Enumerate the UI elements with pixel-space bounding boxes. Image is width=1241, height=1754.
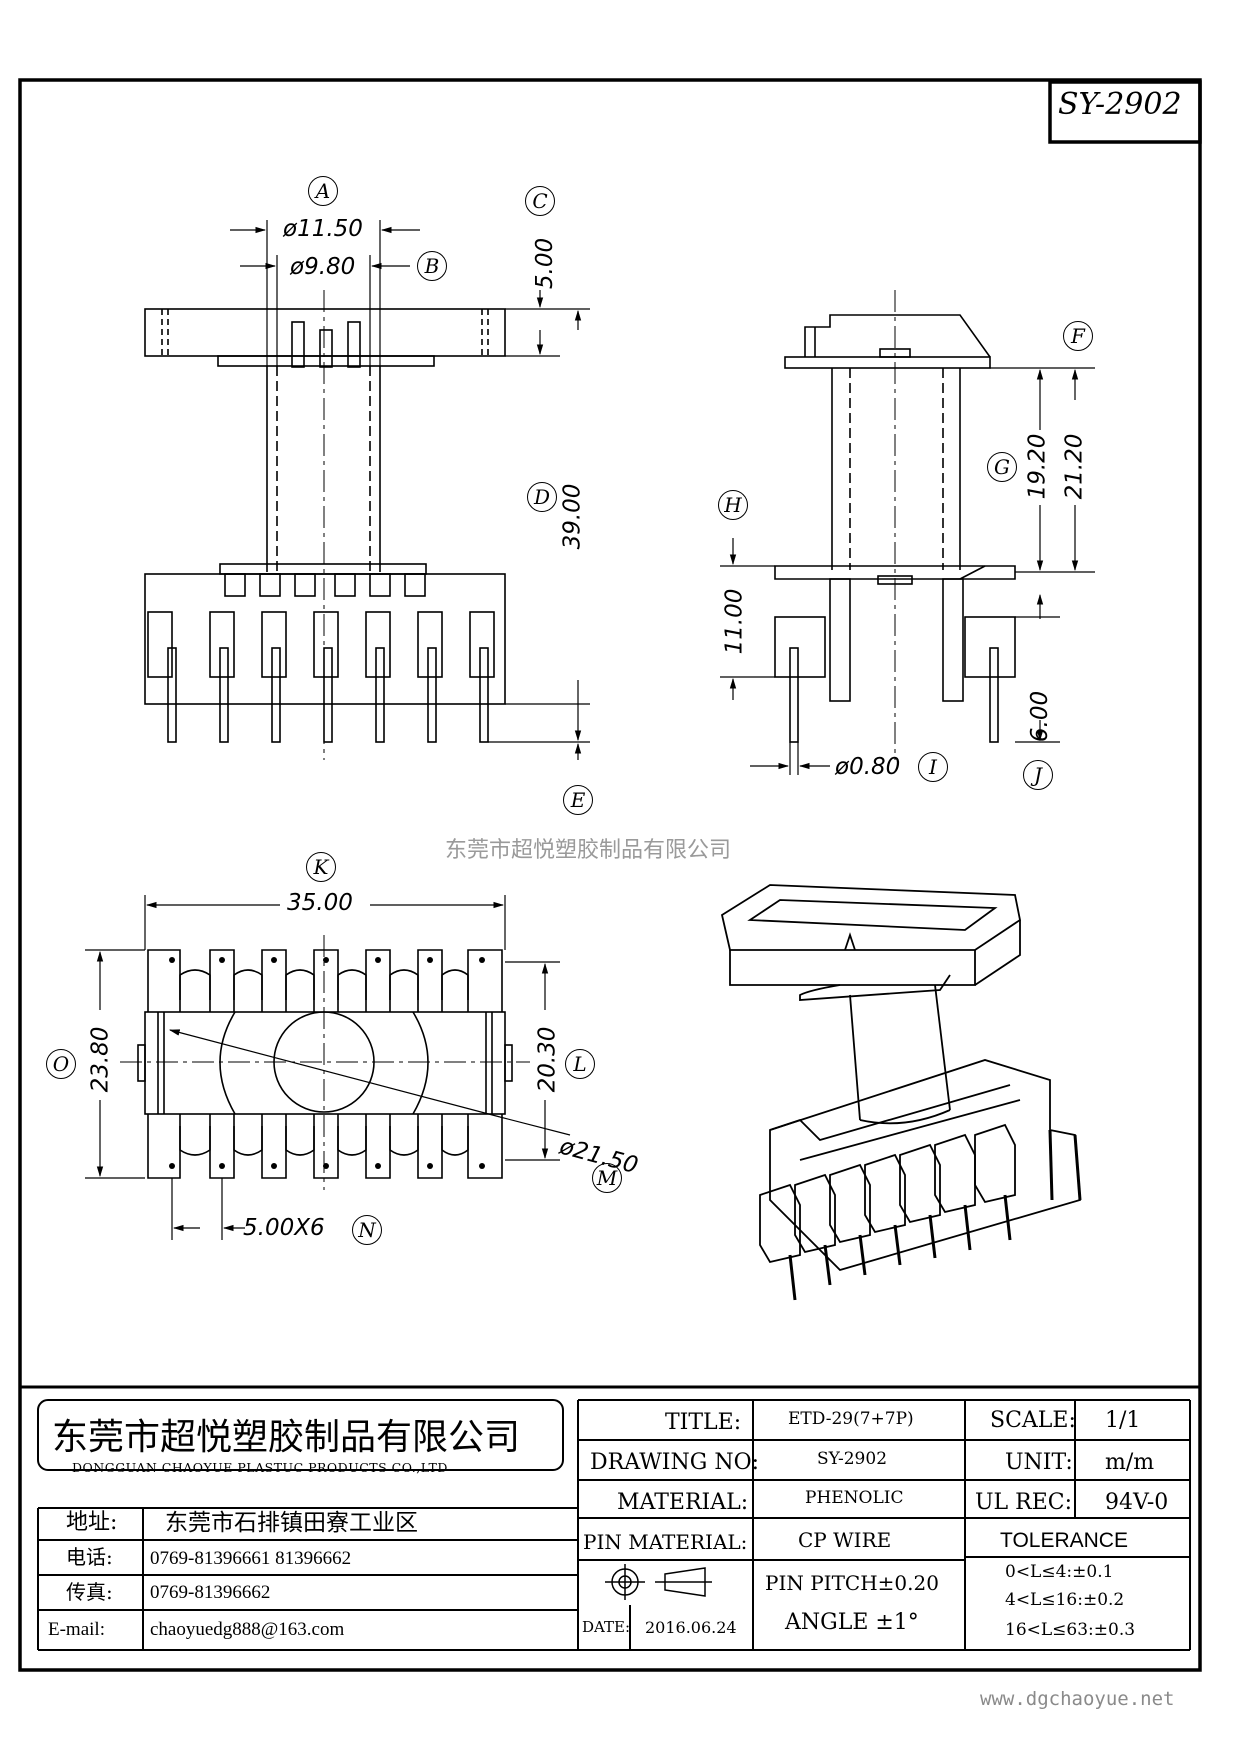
label-m: M xyxy=(592,1163,622,1193)
front-pin-slots xyxy=(147,573,495,678)
contact-fax-label: 传真: xyxy=(66,1580,113,1604)
pin-material-label: PIN MATERIAL: xyxy=(583,1530,748,1554)
pin-material-value: CP WIRE xyxy=(798,1528,892,1552)
scale-label: SCALE: xyxy=(990,1408,1076,1433)
website[interactable]: www.dgchaoyue.net xyxy=(980,1688,1175,1710)
label-f: F xyxy=(1063,321,1093,351)
iso-pin-blocks xyxy=(759,1123,1016,1264)
drawing-no-value: SY-2902 xyxy=(817,1449,888,1469)
projection-symbol xyxy=(605,1564,712,1600)
tolerance-label: TOLERANCE xyxy=(1000,1529,1128,1552)
dim-a: ø11.50 xyxy=(283,216,363,242)
label-h: H xyxy=(718,490,748,520)
title-block-grid xyxy=(20,1385,1200,1651)
id-box xyxy=(1048,80,1202,144)
outer-frame xyxy=(18,78,1202,1672)
dim-h: 11.00 xyxy=(721,588,748,655)
unit-label: UNIT: xyxy=(1005,1450,1073,1475)
title-label: TITLE: xyxy=(665,1410,742,1435)
bottom-dims xyxy=(85,895,571,1240)
title-value: ETD-29(7+7P) xyxy=(788,1409,914,1429)
tolerance-1: 0<L≤4:±0.1 xyxy=(1005,1562,1114,1582)
front-view xyxy=(144,290,506,760)
side-dims xyxy=(720,367,1095,775)
drawing-no-label: DRAWING NO: xyxy=(590,1450,760,1475)
contact-address-label: 地址: xyxy=(66,1510,118,1535)
label-c: C xyxy=(525,186,555,216)
label-n: N xyxy=(352,1215,382,1245)
dim-d: 39.00 xyxy=(559,483,586,550)
label-j: J xyxy=(1023,760,1053,790)
angle: ANGLE ±1° xyxy=(785,1610,919,1635)
company-name-cn: 东莞市超悦塑胶制品有限公司 xyxy=(52,1417,521,1458)
label-e: E xyxy=(563,785,593,815)
front-dims xyxy=(230,220,590,760)
watermark: 东莞市超悦塑胶制品有限公司 xyxy=(445,838,732,863)
label-l: L xyxy=(565,1049,595,1079)
drawing-id: SY-2902 xyxy=(1058,87,1182,122)
label-a: A xyxy=(308,176,338,206)
contact-phone-label: 电话: xyxy=(66,1545,113,1569)
tolerance-2: 4<L≤16:±0.2 xyxy=(1005,1590,1125,1610)
label-k: K xyxy=(306,852,336,882)
dim-j: 6.00 xyxy=(1027,690,1054,743)
contact-phone-value: 0769-81396661 81396662 xyxy=(150,1548,352,1569)
contact-email-label: E-mail: xyxy=(48,1619,105,1640)
label-d: D xyxy=(527,482,557,512)
dim-c: 5.00 xyxy=(532,237,559,290)
label-i: I xyxy=(918,752,948,782)
dim-b: ø9.80 xyxy=(290,254,356,280)
label-g: G xyxy=(987,452,1017,482)
date-value: 2016.06.24 xyxy=(645,1618,737,1637)
dim-k: 35.00 xyxy=(287,890,353,916)
side-view xyxy=(774,290,1016,760)
label-o: O xyxy=(46,1049,76,1079)
front-pins xyxy=(167,647,489,743)
label-b: B xyxy=(417,251,447,281)
pin-pitch: PIN PITCH±0.20 xyxy=(765,1571,939,1595)
ul-label: UL REC: xyxy=(975,1490,1073,1515)
contact-fax-value: 0769-81396662 xyxy=(150,1582,271,1603)
dim-g: 19.20 xyxy=(1024,433,1051,500)
contact-email-value: chaoyuedg888@163.com xyxy=(150,1619,345,1640)
scale-value: 1/1 xyxy=(1105,1408,1141,1433)
dim-i: ø0.80 xyxy=(835,754,901,780)
dim-f: 21.20 xyxy=(1061,433,1088,500)
pin-holes xyxy=(169,957,485,1169)
dim-l: 20.30 xyxy=(534,1026,561,1093)
bottom-top-pins xyxy=(147,949,503,1012)
bottom-view xyxy=(120,935,530,1190)
contact-address-value: 东莞市石排镇田寮工业区 xyxy=(165,1510,418,1536)
date-label: DATE: xyxy=(582,1618,631,1636)
dim-n: 5.00X6 xyxy=(243,1215,325,1241)
material-label: MATERIAL: xyxy=(617,1490,749,1515)
unit-value: m/m xyxy=(1105,1450,1155,1475)
ul-value: 94V-0 xyxy=(1105,1490,1169,1515)
dim-o: 23.80 xyxy=(87,1026,114,1093)
isometric-view xyxy=(720,884,1082,1301)
iso-pins xyxy=(788,1129,1082,1301)
tolerance-3: 16<L≤63:±0.3 xyxy=(1005,1620,1136,1640)
material-value: PHENOLIC xyxy=(805,1488,904,1508)
company-name-en: DONGGUAN CHAOYUE PLASTUC PRODUCTS CO.,LT… xyxy=(72,1460,448,1475)
